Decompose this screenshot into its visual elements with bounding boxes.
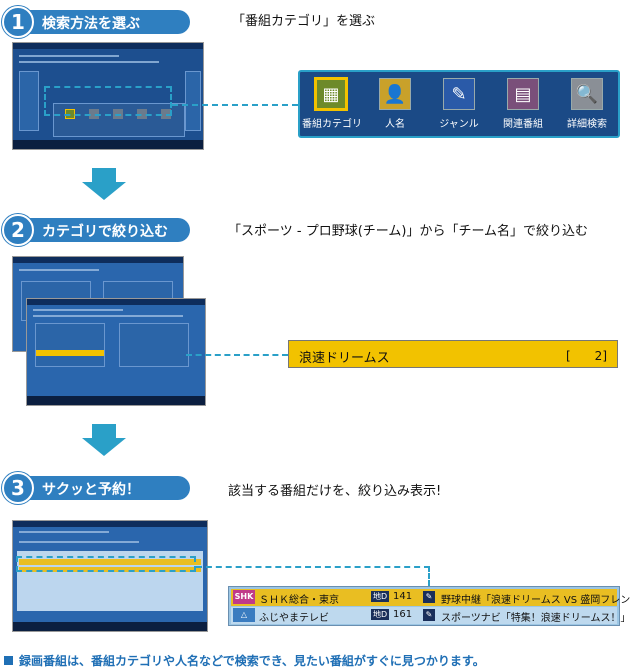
screenshot-category-front (26, 298, 206, 406)
screen-results-highlight (16, 556, 196, 572)
channel-name: ふじやまテレビ (259, 613, 329, 624)
step-1-title: 検索方法を選ぶ (42, 16, 140, 32)
menu-item-person[interactable]: 👤 人名 (366, 78, 424, 130)
step-2-caption: 「スポーツ - プロ野球(チーム)」から「チーム名」で絞り込む (228, 224, 589, 239)
digital-badge: 地D (371, 591, 390, 602)
down-arrow-icon (82, 168, 126, 200)
footnote: 録画番組は、番組カテゴリや人名などで検索でき、見たい番組がすぐに見つかります。 (4, 652, 485, 669)
menu-item-related[interactable]: ▤ 関連番組 (494, 78, 552, 130)
menu-label-genre: ジャンル (439, 119, 479, 130)
menu-label-related: 関連番組 (503, 119, 543, 130)
channel-logo-icon: SHK (233, 590, 255, 604)
step-3-banner: 3 サクッと予約！ (2, 472, 192, 504)
related-programs-icon: ▤ (507, 78, 539, 110)
step-3-title: サクッと予約！ (42, 482, 140, 498)
menu-label-detail-search: 詳細検索 (567, 119, 607, 130)
footnote-text: 録画番組は、番組カテゴリや人名などで検索でき、見たい番組がすぐに見つかります。 (19, 654, 485, 668)
program-title: スポーツナビ「特集！浪速ドリームス！」 (441, 613, 630, 624)
team-count: [ 2] (566, 349, 607, 363)
person-icon: 👤 (379, 78, 411, 110)
connector-2 (186, 354, 288, 356)
step-2-banner: 2 カテゴリで絞り込む (2, 214, 192, 246)
step-3-caption: 該当する番組だけを、絞り込み表示! (228, 484, 442, 499)
magnifier-icon: 🔍 (571, 78, 603, 110)
team-filter-item[interactable]: 浪速ドリームス [ 2] (288, 340, 618, 368)
menu-item-category[interactable]: ▦ 番組カテゴリ (302, 78, 362, 130)
screenshot-results (12, 520, 208, 632)
channel-number: 141 (393, 591, 413, 602)
menu-label-category: 番組カテゴリ (302, 119, 362, 130)
step-3-number: 3 (2, 472, 34, 504)
search-method-menu: ▦ 番組カテゴリ 👤 人名 ✎ ジャンル ▤ 関連番組 🔍 詳細検索 (298, 70, 620, 138)
menu-label-person: 人名 (385, 119, 405, 130)
screen-menu-highlight (44, 86, 172, 116)
step-2-title: カテゴリで絞り込む (42, 224, 168, 240)
channel-logo-icon: △ (233, 608, 255, 622)
sports-icon: ✎ (423, 609, 435, 621)
program-title: 野球中継「浪速ドリームス VS 盛岡フレンズ」 (441, 595, 630, 606)
menu-item-detail-search[interactable]: 🔍 詳細検索 (558, 78, 616, 130)
menu-item-genre[interactable]: ✎ ジャンル (430, 78, 488, 130)
step-1-number: 1 (2, 6, 34, 38)
screen-topbar (13, 43, 203, 49)
step-1-banner: 1 検索方法を選ぶ (2, 6, 192, 38)
step-1-caption: 「番組カテゴリ」を選ぶ (232, 14, 376, 29)
bullet-square-icon (4, 656, 13, 665)
step-2-pill (12, 218, 190, 242)
sports-icon: ✎ (423, 591, 435, 603)
digital-badge: 地D (371, 609, 390, 620)
result-row[interactable]: △ ふじやまテレビ 地D 161 ✎ スポーツナビ「特集！浪速ドリームス！」 (231, 607, 630, 624)
screenshot-search-method (12, 42, 204, 150)
team-name: 浪速ドリームス (299, 351, 390, 366)
step-3-pill (12, 476, 190, 500)
down-arrow-icon (82, 424, 126, 456)
channel-name: ＳＨＫ総合・東京 (259, 595, 339, 606)
step-1-pill (12, 10, 190, 34)
connector-3-drop (428, 566, 430, 586)
search-results-panel: SHK ＳＨＫ総合・東京 地D 141 ✎ 野球中継「浪速ドリームス VS 盛岡… (228, 586, 630, 626)
result-row[interactable]: SHK ＳＨＫ総合・東京 地D 141 ✎ 野球中継「浪速ドリームス VS 盛岡… (231, 589, 630, 606)
channel-number: 161 (393, 609, 413, 620)
connector-1 (172, 104, 298, 106)
step-2-number: 2 (2, 214, 34, 246)
connector-3 (196, 566, 430, 568)
genre-icon: ✎ (443, 78, 475, 110)
screen-bottombar (13, 140, 203, 149)
category-grid-icon: ▦ (315, 78, 347, 110)
